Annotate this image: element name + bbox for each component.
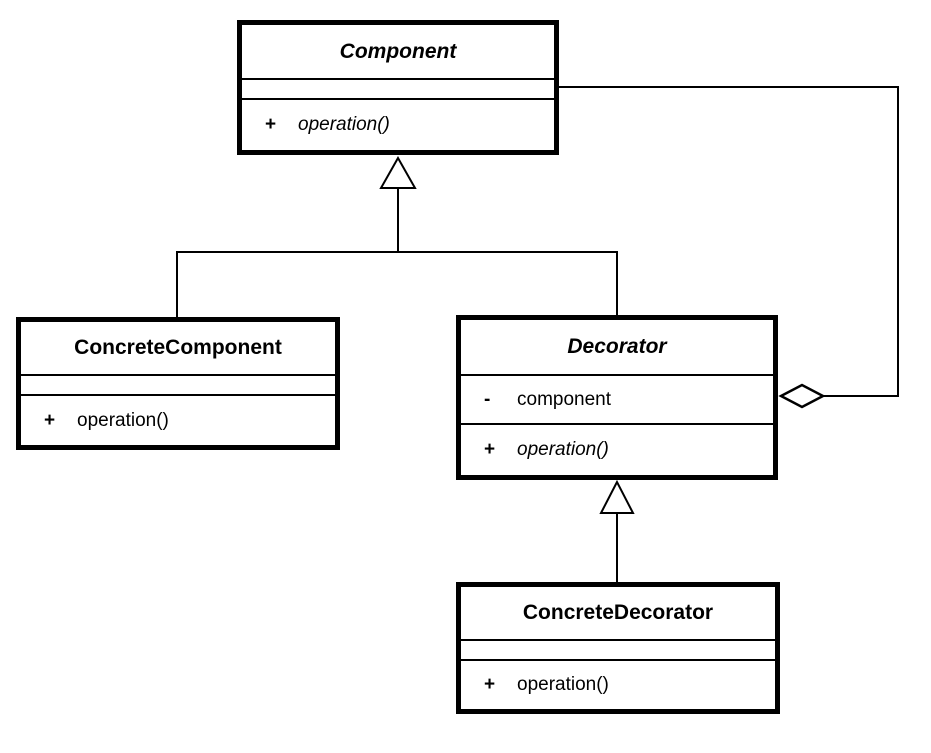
class-box-concrete-decorator: ConcreteDecorator + operation() xyxy=(456,582,780,714)
generalization-lines xyxy=(176,86,899,582)
class-box-concrete-component: ConcreteComponent + operation() xyxy=(16,317,340,450)
operations-compartment: + operation() xyxy=(461,661,775,709)
class-title-component: Component xyxy=(242,25,554,80)
operations-compartment: + operation() xyxy=(21,396,335,445)
class-box-decorator: Decorator - component + operation() xyxy=(456,315,778,480)
operation-name: operation() xyxy=(298,114,390,135)
operation-row: + operation() xyxy=(461,425,773,475)
attribute-name: component xyxy=(517,388,612,410)
operation-row: + operation() xyxy=(242,100,554,150)
class-title-decorator: Decorator xyxy=(461,320,773,376)
aggregation-diamond xyxy=(778,383,826,409)
class-title-concrete-component: ConcreteComponent xyxy=(21,322,335,376)
visibility-symbol: + xyxy=(484,674,496,695)
attribute-row: - component xyxy=(461,376,773,423)
visibility-symbol: + xyxy=(44,409,56,431)
operation-name: operation() xyxy=(77,409,169,431)
class-title-concrete-decorator: ConcreteDecorator xyxy=(461,587,775,641)
attributes-compartment xyxy=(461,641,775,661)
attributes-compartment xyxy=(21,376,335,396)
visibility-symbol: + xyxy=(265,114,277,135)
operations-compartment: + operation() xyxy=(461,425,773,475)
visibility-symbol: - xyxy=(484,388,491,410)
inheritance-triangle-decorator xyxy=(599,479,635,514)
visibility-symbol: + xyxy=(484,439,496,460)
operation-row: + operation() xyxy=(461,661,775,709)
operation-name: operation() xyxy=(517,674,609,695)
class-box-component: Component + operation() xyxy=(237,20,559,155)
operations-compartment: + operation() xyxy=(242,100,554,150)
attributes-compartment xyxy=(242,80,554,100)
inheritance-triangle-component xyxy=(379,155,417,189)
operation-row: + operation() xyxy=(21,396,335,445)
attributes-compartment: - component xyxy=(461,376,773,425)
operation-name: operation() xyxy=(517,439,609,460)
